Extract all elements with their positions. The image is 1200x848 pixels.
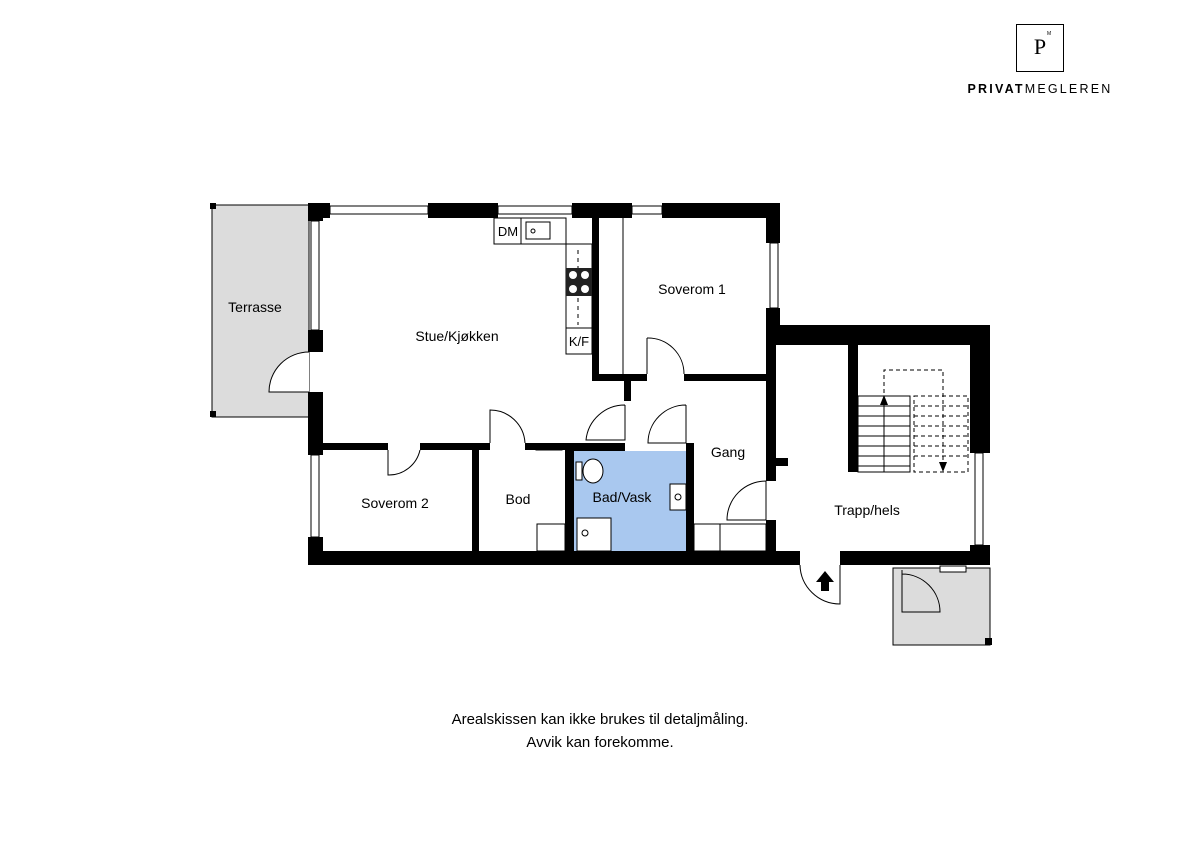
terrace-post [210,411,216,417]
entrance-arrow-icon [816,571,834,591]
terrace-post [210,203,216,209]
fixture-label-dm: DM [498,224,518,239]
fixture-label-kf: K/F [569,334,589,349]
stairs [857,369,969,473]
room-label-soverom1: Soverom 1 [658,281,726,297]
logo-word-bold: PRIVAT [967,82,1025,96]
stair-up-arrow-icon [880,395,888,405]
disclaimer: Arealskissen kan ikke brukes til detaljm… [400,708,800,754]
door-swings [387,337,941,613]
logo-superscript: M [1047,31,1052,37]
small-terrace-area [892,567,991,646]
disclaimer-line-1: Arealskissen kan ikke brukes til detaljm… [451,711,749,728]
bathroom-fixtures [575,458,687,552]
stove-icon [566,268,592,296]
logo-mark: P M [1016,24,1064,72]
room-label-gang: Gang [711,444,745,460]
room-label-soverom2: Soverom 2 [361,495,429,511]
stair-down-arrow-icon [939,462,947,472]
brand-logo: P M PRIVATMEGLEREN [940,24,1140,96]
bod-shelves [535,445,566,552]
interior-walls [308,213,858,558]
exterior-walls [308,203,990,565]
room-label-terrasse: Terrasse [228,299,282,315]
terrace-post [985,638,992,645]
room-label-trapp: Trapp/hels [834,502,900,518]
logo-wordmark: PRIVATMEGLEREN [940,82,1140,96]
disclaimer-line-2: Avvik kan forekomme. [526,734,674,751]
terrace-door-swing [268,351,310,393]
room-label-bod: Bod [506,491,531,507]
gang-cupboards [693,523,767,552]
room-label-stue: Stue/Kjøkken [415,328,498,344]
logo-letter: P [1033,34,1047,59]
room-label-bad: Bad/Vask [593,489,653,505]
windows [310,205,984,573]
logo-word-light: MEGLEREN [1024,82,1113,96]
